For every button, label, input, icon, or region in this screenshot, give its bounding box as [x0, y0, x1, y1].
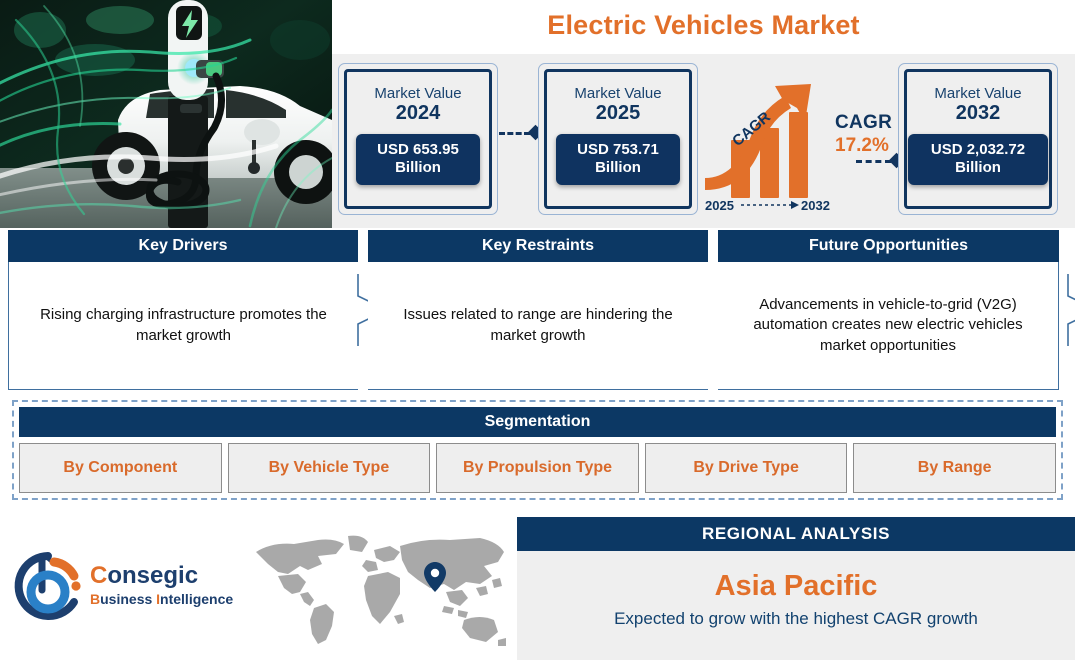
mv-label-2024: Market Value: [374, 85, 462, 102]
key-restraints-heading: Key Restraints: [368, 230, 708, 262]
cagr-start-year: 2025: [705, 198, 734, 211]
logo-tagline: Business Intelligence: [90, 592, 233, 606]
world-map-icon: [248, 532, 510, 653]
mv-unit-2032: Billion: [955, 159, 1001, 177]
key-restraints-text: Issues related to range are hindering th…: [368, 262, 708, 390]
market-value-card-2024: Market Value 2024 USD 653.95 Billion: [338, 63, 498, 215]
segmentation-item-by-vehicle-type[interactable]: By Vehicle Type: [227, 443, 431, 493]
segmentation-heading: Segmentation: [19, 407, 1056, 437]
cagr-text-block: CAGR 17.2%: [835, 112, 915, 157]
map-pin-icon: [424, 562, 446, 592]
mv-amount-2032: USD 2,032.72: [930, 141, 1026, 159]
drivers-row: Key Drivers Rising charging infrastructu…: [0, 230, 1075, 390]
logo-sub-i: I: [156, 591, 161, 607]
regional-analysis-region-name: Asia Pacific: [714, 570, 878, 602]
cagr-value: 17.2%: [835, 135, 889, 156]
top-band: Electric Vehicles Market Market Value 20…: [0, 0, 1075, 228]
mv-unit-2024: Billion: [395, 159, 441, 177]
footer: Consegic Business Intelligence: [0, 508, 1075, 660]
segmentation-list: By Component By Vehicle Type By Propulsi…: [19, 443, 1056, 493]
key-drivers-box: Key Drivers Rising charging infrastructu…: [8, 230, 389, 390]
key-drivers-heading: Key Drivers: [8, 230, 358, 262]
logo-name-initial: C: [90, 562, 108, 589]
logo-sub-b: B: [90, 591, 101, 607]
segmentation-item-by-component[interactable]: By Component: [19, 443, 222, 493]
consegic-logo-text: Consegic Business Intelligence: [90, 564, 233, 607]
mv-year-2025: 2025: [595, 102, 641, 125]
future-opportunities-text: Advancements in vehicle-to-grid (V2G) au…: [718, 262, 1059, 390]
market-value-card-2025: Market Value 2025 USD 753.71 Billion: [538, 63, 698, 215]
mv-amount-2025: USD 753.71: [577, 141, 659, 159]
segmentation-panel: Segmentation By Component By Vehicle Typ…: [12, 400, 1063, 500]
logo-sub-rest2: ntelligence: [160, 591, 234, 607]
top-right-panel: Electric Vehicles Market Market Value 20…: [332, 0, 1075, 228]
chevron-icon-2: [1067, 274, 1075, 346]
key-restraints-box: Key Restraints Issues related to range a…: [368, 230, 1075, 390]
mv-value-2032: USD 2,032.72 Billion: [908, 134, 1048, 186]
mv-label-2032: Market Value: [934, 85, 1022, 102]
segmentation-item-by-range[interactable]: By Range: [853, 443, 1056, 493]
hero-image-ev-charging: [0, 0, 332, 228]
cagr-growth-chart-icon: CAGR 2025 2032: [705, 78, 835, 213]
mv-amount-2024: USD 653.95: [377, 141, 459, 159]
mv-value-2025: USD 753.71 Billion: [556, 134, 680, 186]
mv-year-2032: 2032: [955, 102, 1001, 125]
key-drivers-text: Rising charging infrastructure promotes …: [8, 262, 358, 390]
cagr-end-year: 2032: [801, 198, 830, 211]
mv-value-2024: USD 653.95 Billion: [356, 134, 480, 186]
mv-label-2025: Market Value: [574, 85, 662, 102]
future-opportunities-box: Future Opportunities Advancements in veh…: [718, 230, 1059, 390]
segmentation-item-by-drive-type[interactable]: By Drive Type: [644, 443, 848, 493]
mv-unit-2025: Billion: [595, 159, 641, 177]
cagr-label: CAGR: [835, 112, 893, 133]
market-value-card-2032: Market Value 2032 USD 2,032.72 Billion: [898, 63, 1058, 215]
logo-sub-rest1: usiness: [100, 591, 157, 607]
connector-2024-to-2025: [499, 124, 544, 141]
consegic-logo[interactable]: Consegic Business Intelligence: [12, 544, 242, 634]
logo-name-rest: onsegic: [107, 562, 199, 589]
connector-cagr-to-2032: [856, 152, 905, 169]
mv-year-2024: 2024: [395, 102, 441, 125]
segmentation-item-by-propulsion-type[interactable]: By Propulsion Type: [436, 443, 639, 493]
future-opportunities-heading: Future Opportunities: [718, 230, 1059, 262]
regional-analysis-body: Asia Pacific Expected to grow with the h…: [517, 551, 1075, 660]
logo-company-name: Consegic: [90, 564, 233, 588]
page-title: Electric Vehicles Market: [547, 10, 860, 40]
consegic-logo-mark-icon: [12, 550, 84, 629]
regional-analysis-heading: REGIONAL ANALYSIS: [517, 517, 1075, 551]
regional-analysis-description: Expected to grow with the highest CAGR g…: [614, 608, 978, 628]
regional-analysis-panel: REGIONAL ANALYSIS Asia Pacific Expected …: [517, 517, 1075, 660]
